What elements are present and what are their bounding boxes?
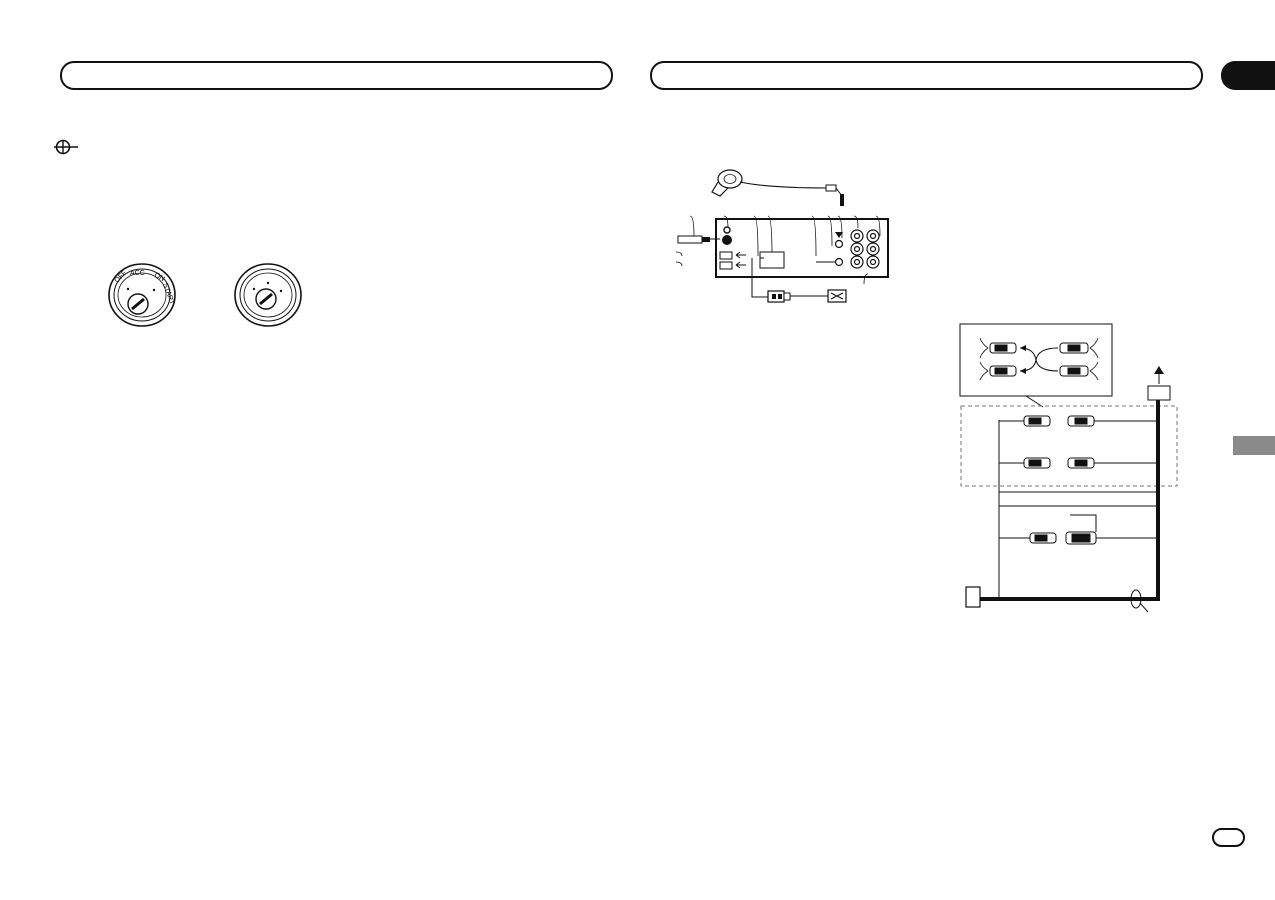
page-badge	[1212, 828, 1245, 847]
key-label-on: ON	[153, 272, 166, 283]
rca-connector-icon	[989, 342, 1089, 377]
header-left	[60, 61, 613, 90]
ignition-switch-no-acc-icon	[234, 263, 302, 327]
rca-jacks	[850, 229, 880, 269]
important-icon	[54, 139, 78, 155]
key-label-acc: ACC	[130, 270, 145, 277]
header-right	[650, 61, 1203, 90]
header-left-title	[62, 63, 611, 88]
rear-panel-connection-diagram	[675, 169, 889, 303]
rca-wiring-diagram	[959, 323, 1178, 613]
usb-plug-icon	[751, 258, 847, 303]
header-right-title	[652, 63, 1201, 88]
microphone-icon	[711, 169, 844, 206]
side-section-tab	[1233, 436, 1275, 455]
ignition-switch-acc-icon: OFF ACC ON START	[108, 263, 176, 327]
section-tab	[1221, 61, 1275, 90]
